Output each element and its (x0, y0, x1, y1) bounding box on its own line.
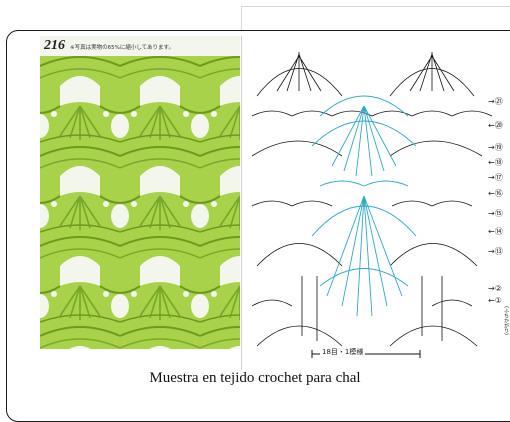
row-label-18: ←⑱ (488, 158, 503, 167)
row-label-19: →⑲ (488, 143, 503, 152)
page-header: 216 ※写真は実物の65%に縮小してあります。 (44, 38, 174, 54)
repeat-label: 18目・1模様 (320, 347, 366, 357)
edging-note: (ふちかがり) (503, 306, 509, 335)
row-label-2: →② (488, 284, 502, 293)
row-label-1: ←① (488, 296, 502, 305)
row-label-15: →⑮ (488, 209, 503, 218)
stitch-chart-panel: →㉑ ←⑳ →⑲ ←⑱ →⑰ ←⑯ →⑮ ←⑭ →⑬ →② ←① (ふちかがり)… (241, 36, 510, 369)
row-label-14: ←⑭ (488, 227, 503, 236)
row-label-21: →㉑ (488, 97, 503, 106)
stitch-chart (251, 52, 493, 358)
row-label-16: ←⑯ (488, 189, 503, 198)
pattern-number: 216 (44, 38, 65, 53)
swatch-photo-panel: 216 ※写真は実物の65%に縮小してあります。 (40, 36, 240, 349)
photo-note: ※写真は実物の65%に縮小してあります。 (70, 45, 174, 51)
row-label-20: ←⑳ (488, 121, 503, 130)
green-lace-swatch (40, 56, 240, 349)
row-label-17: →⑰ (488, 173, 503, 182)
image-caption: Muestra en tejido crochet para chal (149, 370, 361, 386)
row-label-13: →⑬ (488, 247, 503, 256)
